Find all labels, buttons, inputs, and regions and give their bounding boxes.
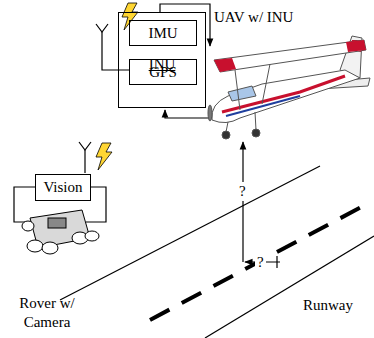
- offset-measure: [243, 142, 280, 268]
- rover-loop-wire: [14, 142, 106, 222]
- runway-label: Runway: [303, 296, 353, 315]
- inu-box: INUIMUGPS: [118, 12, 206, 108]
- uav-label: UAV w/ INU: [214, 8, 293, 27]
- node-text: Vision: [43, 180, 82, 195]
- lightning-bolt: [96, 143, 112, 170]
- node-text: GPS: [149, 65, 177, 80]
- question-mark: ?: [255, 253, 266, 272]
- node-text: IMU: [148, 26, 177, 41]
- runway: [60, 166, 374, 338]
- rover-with-camera: [22, 210, 99, 254]
- vision-box: Vision: [35, 174, 91, 201]
- uav-loop-wire: [96, 4, 225, 118]
- rover-label: Rover w/ Camera: [14, 294, 80, 332]
- gps-box: GPS: [129, 59, 197, 85]
- question-mark: ?: [237, 182, 248, 201]
- imu-box: IMU: [129, 20, 197, 46]
- lightning-bolt: [122, 3, 138, 30]
- airplane: [208, 36, 370, 139]
